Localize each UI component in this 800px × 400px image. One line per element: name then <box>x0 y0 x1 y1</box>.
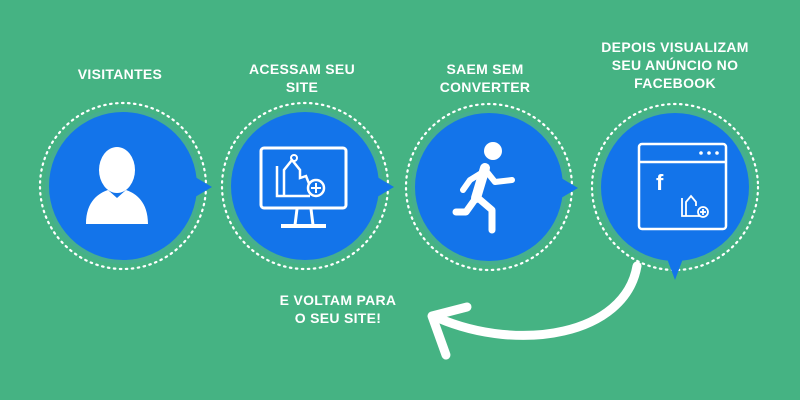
step-3 <box>404 102 578 272</box>
step-4: f <box>590 102 760 280</box>
desktop-store-icon <box>259 146 348 228</box>
step-3-circle <box>415 113 563 261</box>
step-3-label: SAEM SEM CONVERTER <box>439 61 531 95</box>
user-icon <box>86 147 148 224</box>
step-1-label: VISITANTES <box>77 66 163 82</box>
facebook-icon: f <box>656 170 664 195</box>
step-2-label: ACESSAM SEU SITE <box>249 61 355 95</box>
store-bag-icon <box>681 194 709 218</box>
browser-facebook-ad-icon: f <box>637 142 728 231</box>
step-3-pointer <box>556 175 578 201</box>
step-2-circle <box>231 112 379 260</box>
step-4-dotted-ring <box>590 102 760 272</box>
running-person-icon <box>452 142 515 234</box>
step-4-label: DEPOIS VISUALIZAM SEU ANÚNCIO NO FACEBOO… <box>601 39 749 91</box>
return-arrow <box>427 261 642 360</box>
step-1-pointer <box>190 174 212 200</box>
return-arrow-head <box>427 302 472 360</box>
step-2-pointer <box>372 174 394 200</box>
step-2 <box>220 101 394 271</box>
step-4-pointer <box>666 256 684 280</box>
return-label: E VOLTAM PARA O SEU SITE! <box>279 292 397 326</box>
step-1 <box>38 101 212 271</box>
